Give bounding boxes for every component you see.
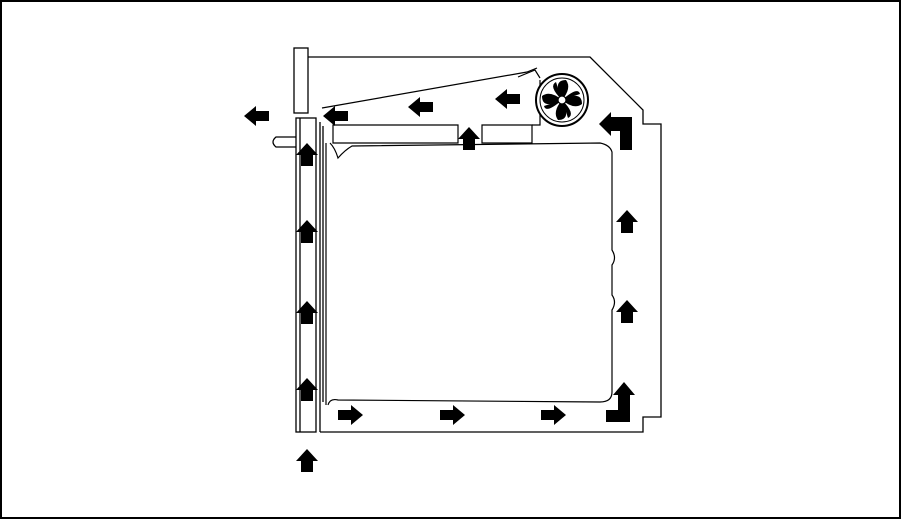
airflow-arrow-fan-outlet bbox=[495, 89, 520, 109]
top-duct bbox=[321, 67, 541, 144]
airflow-arrow-corner-top-right bbox=[599, 112, 632, 150]
airflow-arrow-bottom-duct-1 bbox=[338, 405, 363, 425]
fan bbox=[535, 73, 589, 127]
outer-housing bbox=[272, 47, 662, 433]
airflow-arrow-corner-bottom-right bbox=[606, 382, 635, 422]
airflow-arrow-exhaust-outlet bbox=[244, 106, 269, 126]
airflow-arrow-bottom-duct-3 bbox=[541, 405, 566, 425]
airflow-arrow-top-duct-1 bbox=[408, 97, 433, 117]
airflow-arrow-bottom-duct-2 bbox=[440, 405, 465, 425]
airflow-arrow-inlet-bottom bbox=[296, 449, 318, 472]
airflow-arrow-cavity-inlet bbox=[458, 127, 480, 150]
airflow-arrows bbox=[244, 89, 638, 472]
airflow-arrow-rear-duct-2 bbox=[616, 210, 638, 233]
inner-cavity bbox=[325, 142, 616, 406]
airflow-arrow-top-duct-2 bbox=[323, 106, 348, 126]
fan-blades-icon bbox=[542, 80, 582, 120]
front-door-panel bbox=[295, 117, 317, 433]
airflow-arrow-rear-duct-1 bbox=[616, 300, 638, 323]
